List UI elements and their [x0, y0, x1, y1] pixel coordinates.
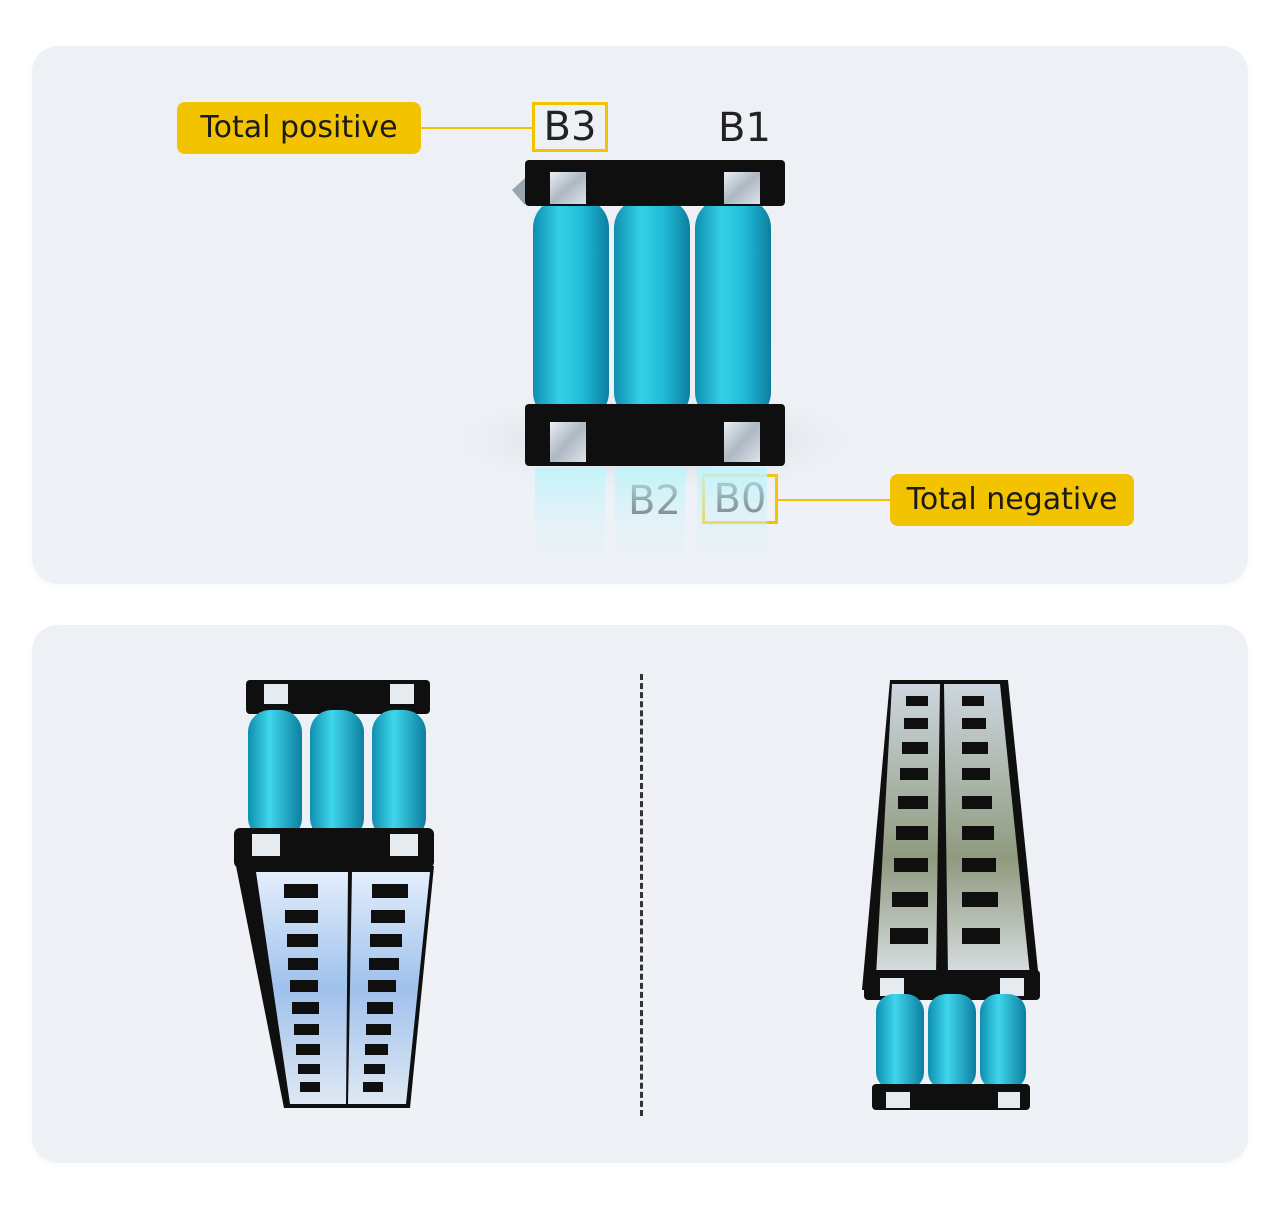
battery-pack-front-icon	[425, 160, 885, 583]
total-negative-callout: Total negative	[890, 474, 1134, 526]
terminal-b3-label: B3	[532, 102, 608, 152]
positive-leader-line	[420, 127, 532, 129]
negative-leader-line	[778, 499, 890, 501]
dashed-divider	[640, 674, 643, 1116]
total-positive-callout: Total positive	[177, 102, 421, 154]
terminal-b1-label: B1	[718, 105, 771, 151]
